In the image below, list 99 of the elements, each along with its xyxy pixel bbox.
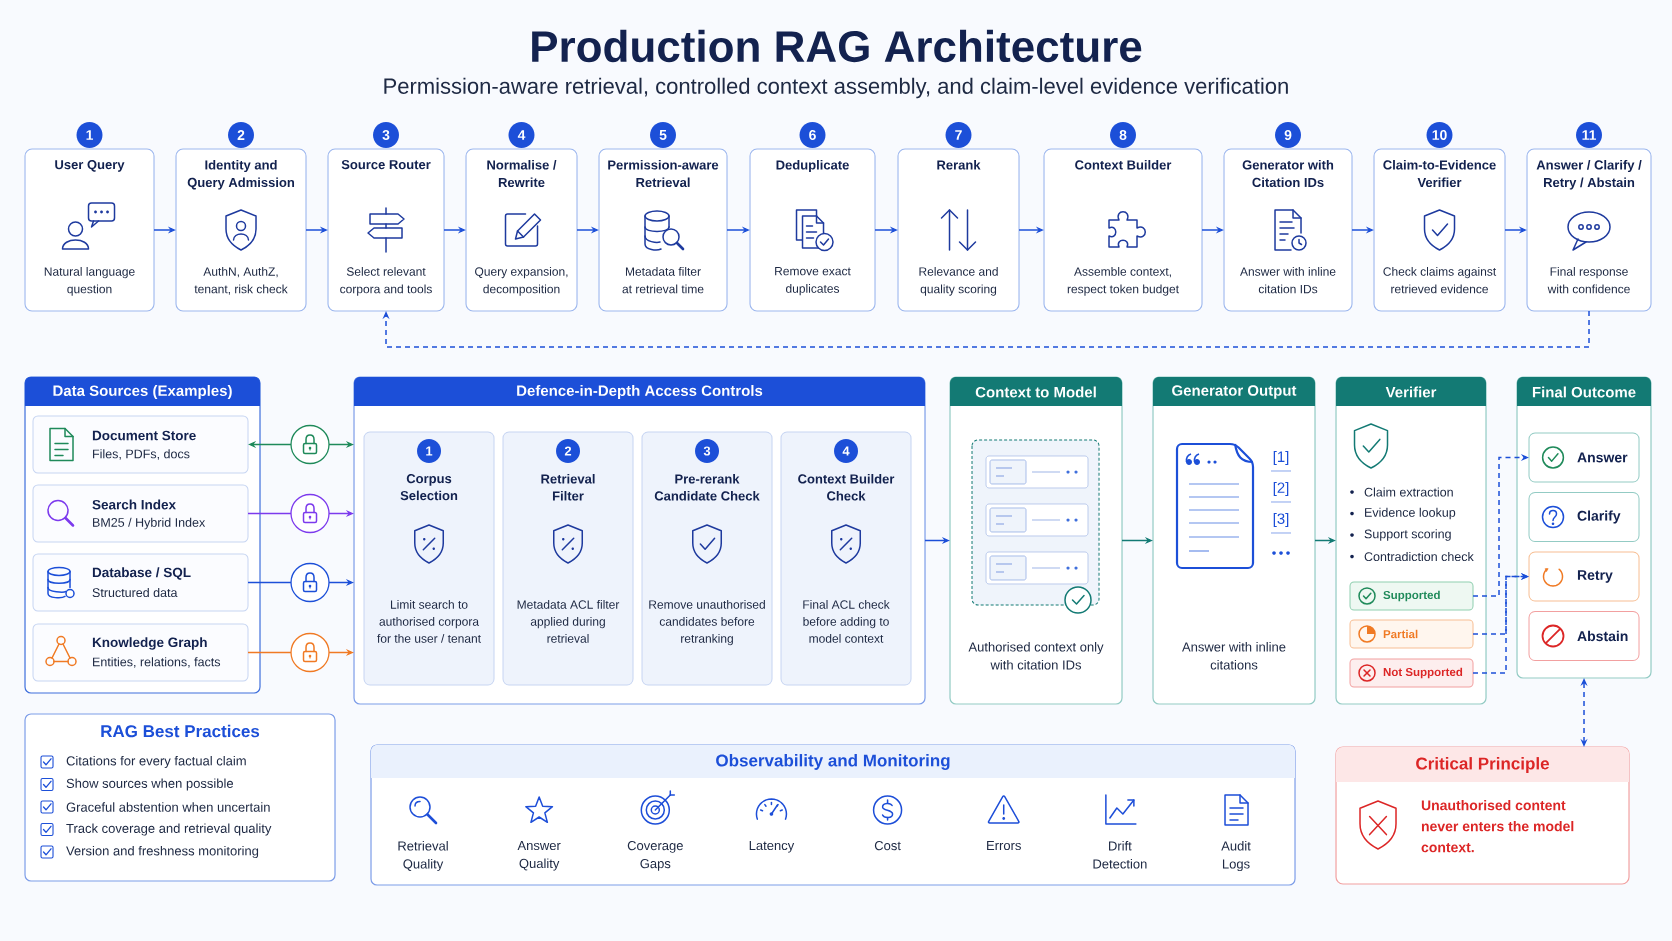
number-badge: 3 (373, 122, 399, 148)
status-badge: Not Supported (1349, 658, 1474, 688)
card-description: Limit search to authorised corpora for the user / tenant (377, 600, 481, 643)
outcome-card: Answer (1528, 432, 1640, 483)
number-badge: 10 (1426, 122, 1453, 148)
source-description: Entities, relations, facts (93, 657, 221, 668)
connector-line (247, 581, 292, 584)
step-title: Normalise / Rewrite (487, 160, 557, 188)
step-title: Source Router (341, 160, 431, 170)
number-badge: 7 (945, 122, 972, 148)
metric-label: Retrieval Quality (398, 841, 448, 872)
panel-text: Answer with inline citations (1182, 642, 1286, 670)
diagram-title: Production RAG Architecture (532, 29, 1142, 63)
lock-icon (290, 562, 330, 603)
source-title: Knowledge Graph (92, 637, 207, 650)
number-badge: 2 (228, 122, 254, 148)
metric-label: Errors (987, 841, 1021, 851)
panel-header: Data Sources (Examples) (25, 377, 260, 406)
warning-text: Unauthorised content never enters the model context. (1421, 800, 1574, 853)
step-title: Answer / Clarify / Retry / Abstain (1536, 160, 1642, 190)
source-title: Search Index (92, 499, 176, 510)
lock-icon (290, 424, 330, 465)
subtitle: Permission-aware retrieval, controlled context assembly, and claim-level evidence verification (384, 77, 1288, 99)
lock-icon (290, 493, 330, 534)
bullet-text: Evidence lookup (1365, 507, 1456, 520)
source-description: Structured data (92, 587, 178, 598)
metric-label: Cost (874, 841, 901, 851)
number-badge: 2 (556, 439, 580, 463)
panel-title: RAG Best Practices (101, 724, 260, 738)
step-title: Generator with Citation IDs (1242, 160, 1334, 188)
connector-line (247, 651, 292, 654)
checklist-item: Track coverage and retrieval quality (66, 823, 272, 836)
step-description: Assemble context, respect token budget (1067, 267, 1179, 296)
source-title: Database / SQL (92, 567, 191, 580)
panel-text: Authorised context only with citation IDs (968, 642, 1104, 670)
number-badge: 3 (695, 439, 719, 463)
lock-icon (290, 632, 330, 673)
connector-line (247, 512, 292, 515)
card-title: Context Builder Check (798, 474, 895, 501)
number-badge: 9 (1275, 122, 1301, 148)
panel-header: Context to Model (950, 377, 1122, 406)
step-title: Context Builder (1075, 160, 1172, 170)
number-badge: 8 (1110, 122, 1136, 148)
metric-label: Latency (749, 841, 795, 853)
step-description: Select relevant corpora and tools (340, 267, 432, 296)
source-description: BM25 / Hybrid Index (93, 517, 206, 530)
checklist-item: Version and freshness monitoring (66, 845, 259, 859)
card-title: Retrieval Filter (541, 474, 595, 501)
card-description: Metadata ACL filter applied during retrieval (517, 600, 620, 643)
step-title: Identity and Query Admission (187, 160, 294, 190)
step-description: Query expansion, decomposition (475, 267, 568, 296)
step-title: Permission-aware Retrieval (608, 160, 719, 188)
metric-label: Coverage Gaps (627, 841, 683, 871)
step-description: Remove exact duplicates (775, 267, 851, 296)
checklist-item: Citations for every factual claim (66, 755, 246, 769)
panel-header: Critical Principle (1336, 747, 1629, 782)
step-description: Answer with inline citation IDs (1240, 267, 1336, 294)
step-description: AuthN, AuthZ, tenant, risk check (194, 267, 288, 295)
panel-header: Defence-in-Depth Access Controls (354, 377, 925, 406)
metric-label: Drift Detection (1093, 841, 1147, 869)
step-description: Check claims against retrieved evidence (1383, 267, 1497, 294)
card-title: Pre-rerank Candidate Check (654, 474, 760, 501)
panel-header: Observability and Monitoring (371, 745, 1295, 778)
step-title: Deduplicate (776, 160, 849, 173)
step-title: User Query (55, 160, 125, 172)
number-badge: 11 (1576, 122, 1602, 148)
source-title: Document Store (92, 430, 196, 441)
step-title: Claim-to-Evidence Verifier (1383, 160, 1496, 188)
source-description: Files, PDFs, docs (93, 449, 190, 460)
status-badge: Supported (1349, 581, 1474, 611)
panel-header: Verifier (1336, 377, 1486, 406)
checklist-item: Graceful abstention when uncertain (66, 802, 270, 812)
card-description: Remove unauthorised candidates before retranking (649, 600, 765, 646)
number-badge: 4 (834, 439, 858, 463)
metric-label: Audit Logs (1221, 841, 1251, 872)
number-badge: 5 (650, 122, 676, 148)
status-badge: Partial (1349, 619, 1474, 649)
card-title: Corpus Selection (400, 474, 458, 501)
step-title: Rerank (937, 160, 981, 170)
panel-header: Final Outcome (1517, 377, 1651, 406)
step-description: Relevance and quality scoring (919, 267, 998, 296)
number-badge: 6 (799, 122, 826, 148)
bullet-text: Support scoring (1364, 529, 1451, 541)
bullet-text: Claim extraction (1364, 487, 1453, 497)
step-description: Final response with confidence (1547, 267, 1630, 294)
metric-label: Answer Quality (517, 841, 561, 871)
bullet-text: Contradiction check (1364, 551, 1474, 562)
outcome-card: Clarify (1528, 492, 1640, 542)
step-description: Natural language question (44, 267, 135, 296)
outcome-card: Retry (1528, 551, 1640, 602)
outcome-card: Abstain (1528, 611, 1640, 661)
number-badge: 4 (508, 122, 535, 148)
dashed-arrow (382, 310, 1590, 348)
card-description: Final ACL check before adding to model context (803, 600, 890, 643)
step-description: Metadata filter at retrieval time (622, 267, 704, 294)
number-badge: 1 (76, 122, 103, 148)
number-badge: 1 (417, 439, 441, 463)
checklist-item: Show sources when possible (66, 778, 234, 791)
panel-header: Generator Output (1153, 377, 1315, 406)
